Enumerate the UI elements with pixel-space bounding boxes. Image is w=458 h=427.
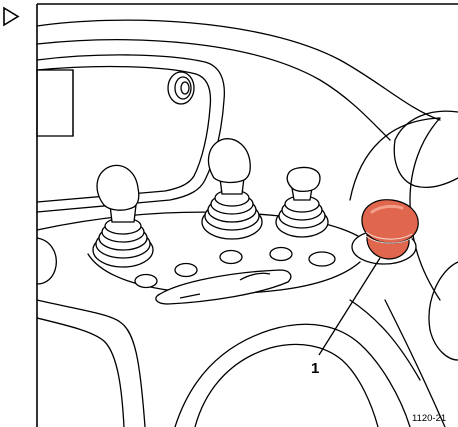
rotary-knob [167, 71, 195, 105]
callout-label-1: 1 [311, 360, 319, 377]
rocker-switch [155, 269, 292, 305]
joystick-middle [201, 138, 263, 240]
red-mushroom-button [351, 199, 419, 265]
joystick-right [275, 166, 329, 238]
joystick-left [92, 164, 154, 268]
callout-leader-1 [318, 257, 381, 356]
push-button-row [134, 246, 336, 289]
figure-code: 1120-21 [412, 413, 446, 424]
triangle-right-icon [3, 6, 20, 27]
